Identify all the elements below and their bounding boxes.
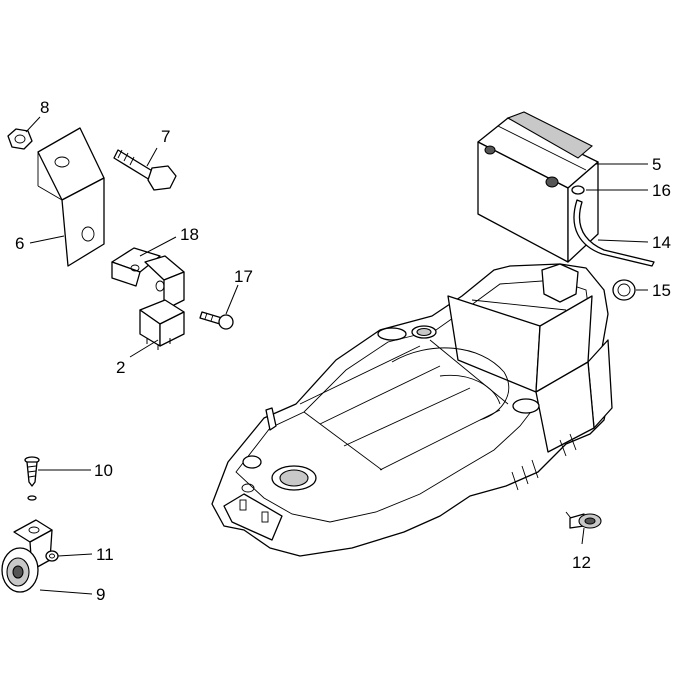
callout-2: 2 xyxy=(116,358,125,377)
part-18-clip[interactable] xyxy=(111,247,161,287)
callout-16: 16 xyxy=(652,181,671,200)
underseat-compartment[interactable] xyxy=(211,263,613,557)
callout-6: 6 xyxy=(15,234,24,253)
callout-18: 18 xyxy=(180,225,199,244)
callout-labels: 8 7 6 18 17 2 10 11 9 12 5 16 14 15 xyxy=(15,98,671,604)
callout-8: 8 xyxy=(40,98,49,117)
leader-lines xyxy=(25,116,649,595)
callout-7: 7 xyxy=(161,127,170,146)
part-9-horn[interactable] xyxy=(1,519,53,593)
part-10-screw[interactable] xyxy=(24,456,40,501)
part-16-ring[interactable] xyxy=(571,185,585,195)
callout-9: 9 xyxy=(96,585,105,604)
part-14-hose[interactable] xyxy=(573,199,655,267)
part-6-bracket[interactable] xyxy=(37,127,105,267)
part-2-relay[interactable] xyxy=(139,255,185,350)
part-8-nut[interactable] xyxy=(7,128,33,150)
part-7-bolt[interactable] xyxy=(113,149,177,191)
part-11-nut[interactable] xyxy=(45,550,59,562)
callout-17: 17 xyxy=(234,267,253,286)
callout-10: 10 xyxy=(94,461,113,480)
callout-15: 15 xyxy=(652,281,671,300)
part-17-screw[interactable] xyxy=(199,311,234,330)
callout-5: 5 xyxy=(652,155,661,174)
callout-11: 11 xyxy=(96,545,114,564)
callout-14: 14 xyxy=(652,233,671,252)
part-12-clip[interactable] xyxy=(565,511,602,529)
part-15-clamp[interactable] xyxy=(612,279,636,301)
callout-12: 12 xyxy=(572,553,591,572)
